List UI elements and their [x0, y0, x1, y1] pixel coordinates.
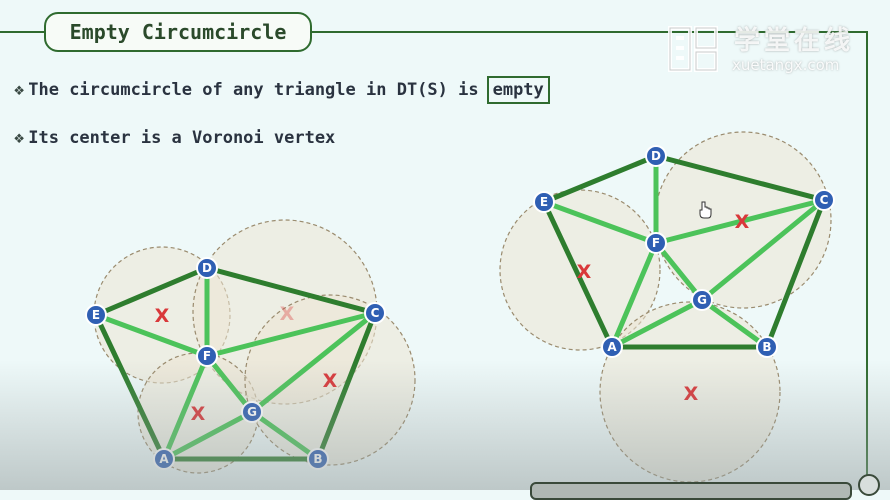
- bullet-2-text: Its center is a Voronoi vertex: [28, 128, 336, 148]
- hand-cursor-icon: [699, 201, 712, 219]
- vertex-label: C: [371, 306, 380, 320]
- vertex-G: G: [691, 289, 713, 311]
- frame-top-left: [0, 31, 46, 33]
- vertex-label: F: [652, 236, 660, 250]
- inner-edges-right: [541, 153, 827, 350]
- frame-right: [866, 31, 868, 476]
- vertex-C: C: [364, 302, 386, 324]
- vertex-label: D: [651, 149, 661, 163]
- slide-title-tab: Empty Circumcircle: [44, 12, 312, 52]
- edge-F-G: [653, 240, 705, 303]
- vertex-label: E: [540, 195, 548, 209]
- bullet-1-highlight: empty: [486, 76, 550, 104]
- hull-edges-right: [540, 153, 828, 350]
- vertex-B: B: [756, 336, 778, 358]
- bottom-bar: [530, 482, 852, 500]
- voronoi-center-mark: X: [577, 261, 592, 283]
- vertices-right: D E C F G A B: [533, 145, 835, 358]
- bullet-1-text: The circumcircle of any triangle in DT(S…: [28, 80, 479, 100]
- voronoi-center-mark: X: [155, 305, 170, 327]
- edge-F-C: [204, 310, 378, 359]
- watermark-chinese: 学堂在线: [734, 26, 855, 56]
- voronoi-center-mark: X: [735, 211, 750, 233]
- vertex-label: F: [203, 349, 211, 363]
- voronoi-center-mark: X: [684, 383, 699, 405]
- convex-hull-right: [540, 153, 828, 350]
- vertex-label: C: [820, 193, 829, 207]
- edge-E-F: [93, 312, 210, 359]
- vertex-F: F: [645, 232, 667, 254]
- diamond-bullet-icon: ❖: [14, 80, 25, 100]
- diamond-bullet-icon: ❖: [14, 128, 25, 148]
- edge-F-C: [653, 197, 827, 246]
- vertex-label: G: [697, 293, 707, 307]
- edge-E-F: [541, 199, 659, 246]
- edge-F-A: [609, 240, 659, 350]
- watermark: 学堂在线 xuetangx.com: [662, 20, 862, 80]
- vertex-label: E: [92, 308, 100, 322]
- vertex-E: E: [533, 191, 555, 213]
- vertex-E: E: [85, 304, 107, 326]
- vertex-label: A: [607, 340, 617, 354]
- bullet-1: ❖ The circumcircle of any triangle in DT…: [14, 76, 550, 104]
- edge-A-G: [609, 297, 705, 350]
- vertex-label: D: [202, 261, 212, 275]
- bullet-2: ❖ Its center is a Voronoi vertex: [14, 128, 335, 148]
- watermark-url: xuetangx.com: [732, 56, 840, 74]
- edge-G-C: [699, 197, 827, 303]
- voronoi-center-mark: X: [280, 303, 295, 325]
- slide-title: Empty Circumcircle: [69, 20, 287, 44]
- vertex-D: D: [645, 145, 667, 167]
- xuetangx-logo-icon: [668, 26, 718, 72]
- vertex-D: D: [196, 257, 218, 279]
- vertex-C: C: [813, 189, 835, 211]
- corner-knob: [858, 474, 880, 496]
- vertex-A: A: [601, 336, 623, 358]
- edge-G-B: [699, 297, 770, 350]
- vertex-label: B: [762, 340, 771, 354]
- frame-top-right: [312, 31, 868, 33]
